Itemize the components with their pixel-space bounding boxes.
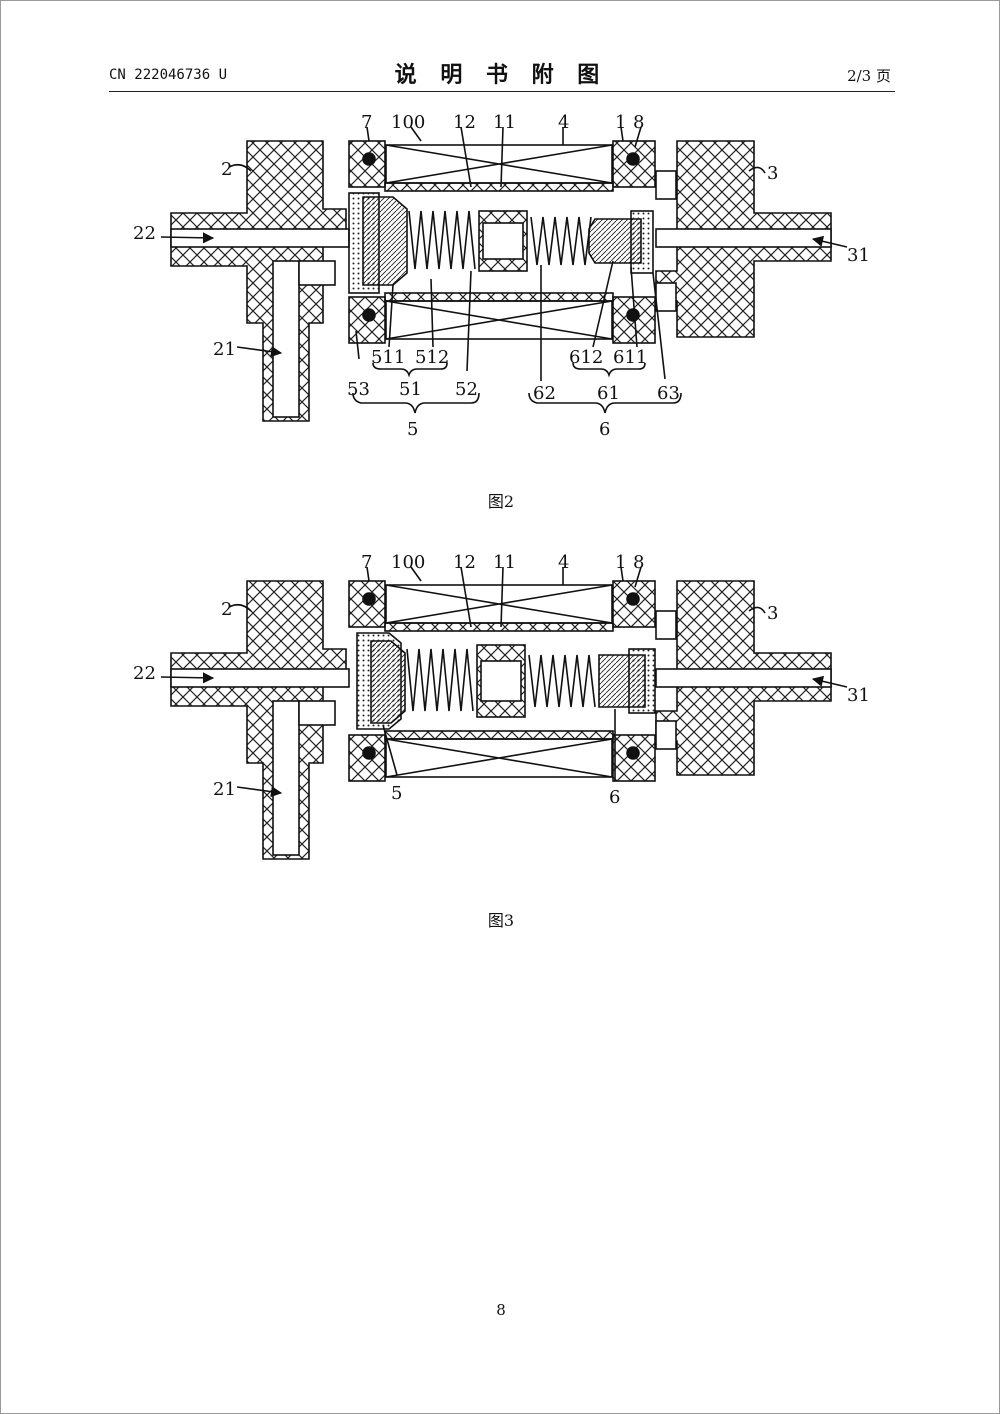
label-1: 1 <box>615 112 626 133</box>
label-7: 7 <box>361 552 372 573</box>
seal-7-top <box>362 592 376 606</box>
label-8: 8 <box>633 112 644 133</box>
header-rule <box>109 91 895 92</box>
label-11: 11 <box>493 112 516 133</box>
label-100: 100 <box>391 552 425 573</box>
label-12: 12 <box>453 112 476 133</box>
label-22: 22 <box>133 663 156 684</box>
label-612: 612 <box>569 347 603 368</box>
seal-7-bottom <box>362 308 376 322</box>
page-number: 8 <box>496 1301 506 1319</box>
label-51: 51 <box>399 379 422 400</box>
seal-8-bottom <box>626 308 640 322</box>
label-6: 6 <box>599 419 610 440</box>
label-62: 62 <box>533 383 556 404</box>
label-2: 2 <box>221 159 232 180</box>
channel-21 <box>272 700 300 856</box>
figure-2-caption: 图2 <box>487 492 515 511</box>
label-7: 7 <box>361 112 372 133</box>
label-512: 512 <box>415 347 449 368</box>
spring-52 <box>408 210 476 270</box>
channel-31 <box>655 228 832 248</box>
channel-22 <box>170 668 350 688</box>
seal-7-top <box>362 152 376 166</box>
seal-8-bottom <box>626 746 640 760</box>
label-5: 5 <box>407 419 418 440</box>
label-4: 4 <box>558 112 569 133</box>
spring-6 <box>528 654 596 708</box>
label-21: 21 <box>213 779 236 800</box>
flow-arrow-22 <box>160 232 215 244</box>
label-3: 3 <box>767 163 778 184</box>
label-31: 31 <box>847 685 870 706</box>
label-63: 63 <box>657 383 680 404</box>
left-end-cap-2 <box>170 140 347 422</box>
spring-62 <box>530 216 592 266</box>
flow-arrow-31 <box>811 675 848 688</box>
label-52: 52 <box>455 379 478 400</box>
channel-31 <box>655 668 832 688</box>
page-count: 2/3 页 <box>847 67 891 85</box>
label-8: 8 <box>633 552 644 573</box>
label-22: 22 <box>133 223 156 244</box>
label-4: 4 <box>558 552 569 573</box>
seal-7-bottom <box>362 746 376 760</box>
label-6: 6 <box>609 787 620 808</box>
label-11: 11 <box>493 552 516 573</box>
label-2: 2 <box>221 599 232 620</box>
header-title: 说 明 书 附 图 <box>394 62 608 88</box>
label-53: 53 <box>347 379 370 400</box>
flow-arrow-21 <box>236 346 283 358</box>
channel-21 <box>272 260 300 418</box>
label-3: 3 <box>767 603 778 624</box>
flow-arrow-22 <box>160 672 215 684</box>
plunger-6-outer <box>630 210 654 274</box>
spring-5 <box>406 648 474 712</box>
label-61: 61 <box>597 383 620 404</box>
figure-2-drawing: 7 100 12 11 4 1 8 2 3 22 31 21 511 512 6… <box>133 112 870 440</box>
seal-8-top <box>626 592 640 606</box>
plunger-511 <box>362 196 408 286</box>
label-12: 12 <box>453 552 476 573</box>
flow-arrow-21 <box>236 786 283 798</box>
document-number: CN 222046736 U <box>109 67 228 83</box>
figure-3-caption: 图3 <box>487 911 515 930</box>
label-100: 100 <box>391 112 425 133</box>
label-1: 1 <box>615 552 626 573</box>
left-end-cap-2 <box>170 580 347 860</box>
label-611: 611 <box>613 347 647 368</box>
label-31: 31 <box>847 245 870 266</box>
flow-arrow-31 <box>811 235 848 248</box>
label-21: 21 <box>213 339 236 360</box>
label-511: 511 <box>371 347 405 368</box>
seal-8-top <box>626 152 640 166</box>
label-5: 5 <box>391 783 402 804</box>
figure-3-drawing: 7 100 12 11 4 1 8 2 3 22 31 21 5 6 <box>133 552 870 860</box>
